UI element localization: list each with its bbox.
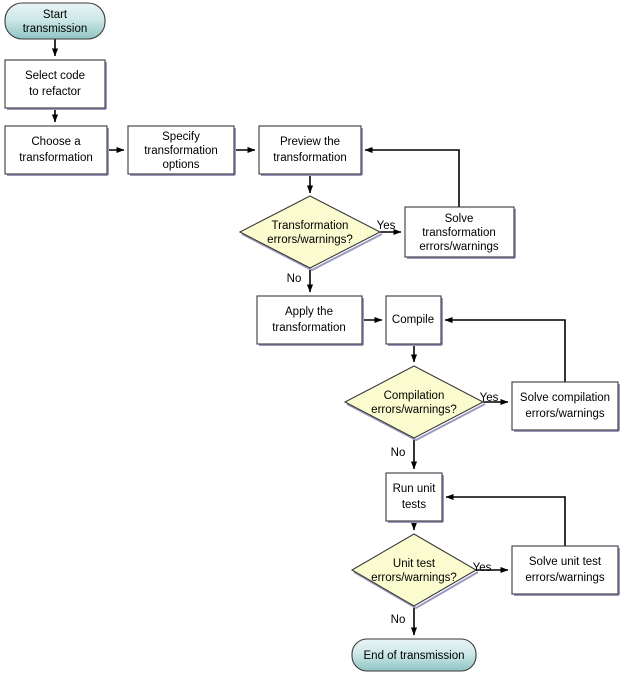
transformation-errors-label-line-1: Transformation [272,220,349,232]
transformation-errors-shadow [241,233,383,272]
compilation-errors-label-line-2: errors/warnings? [371,404,457,416]
node-solve-compilation-errors[interactable]: Solve compilation errors/warnings [511,381,620,432]
compilation-errors-shape [343,365,485,439]
node-compilation-errors-decision[interactable]: Compilation errors/warnings? [343,365,486,442]
apply-transformation-shadow [259,298,364,346]
solve-unit-test-errors-shape [511,545,619,595]
transformation-errors-shape [238,195,382,269]
solve-transformation-errors-label-line-1: Solve [445,213,474,225]
start-label-line-2: transmission [23,23,88,35]
compile-shape [385,295,442,345]
solve-unit-test-errors-label-line-1: Solve unit test [529,556,602,568]
unit-test-errors-label-line-1: Unit test [393,558,436,570]
specify-options-shape [127,125,235,175]
run-unit-tests-label-line-2: tests [402,499,427,511]
run-unit-tests-shadow [388,475,444,523]
solve-unit-test-errors-shadow [514,548,620,596]
node-specify-options[interactable]: Specify transformation options [127,125,236,176]
compilation-errors-label-line-1: Compilation [384,390,445,402]
end-shape [351,638,477,672]
solve-transformation-errors-label-line-2: transformation [422,227,496,239]
node-unit-test-errors-decision[interactable]: Unit test errors/warnings? [350,533,479,610]
select-code-shadow [7,62,107,110]
unit-test-errors-label-line-2: errors/warnings? [371,572,457,584]
transformation-errors-label-line-2: errors/warnings? [267,234,353,246]
node-start[interactable]: Start transmission [4,2,106,40]
node-end[interactable]: End of transmission [351,638,477,672]
edge-label-compilation-no: No [391,447,406,459]
edge-label-unittest-yes: Yes [473,562,492,574]
node-solve-transformation-errors[interactable]: Solve transformation errors/warnings [404,206,516,259]
node-choose-transformation[interactable]: Choose a transformation [4,125,109,176]
choose-transformation-label-line-1: Choose a [31,136,81,148]
edge-label-layer: Yes No Yes No Yes No [287,220,499,626]
edge-label-compilation-yes: Yes [480,392,499,404]
specify-options-label-line-1: Specify [162,131,200,143]
apply-transformation-label-line-2: transformation [272,322,346,334]
select-code-shape [4,59,106,109]
node-preview-transformation[interactable]: Preview the transformation [258,125,363,176]
specify-options-shadow [130,128,236,176]
edge-solve-transformation-feedback [364,146,460,207]
unit-test-errors-shadow [353,571,479,610]
compile-shadow [388,298,443,346]
node-run-unit-tests[interactable]: Run unit tests [385,472,444,523]
start-shape [4,2,106,40]
edge-label-transformation-no: No [287,273,302,285]
unit-test-errors-shape [350,533,478,607]
run-unit-tests-shape [385,472,443,522]
solve-compilation-errors-shape [511,381,619,431]
preview-transformation-shadow [261,128,363,176]
edge-solve-compilation-feedback [444,316,566,382]
choose-transformation-label-line-2: transformation [19,152,93,164]
preview-transformation-label-line-1: Preview the [280,136,340,148]
node-solve-unit-test-errors[interactable]: Solve unit test errors/warnings [511,545,620,596]
solve-transformation-errors-shape [404,206,515,258]
run-unit-tests-label-line-1: Run unit [393,483,437,495]
solve-transformation-errors-label-line-3: errors/warnings [419,241,498,253]
preview-transformation-shape [258,125,362,175]
node-compile[interactable]: Compile [385,295,443,346]
preview-transformation-label-line-2: transformation [273,152,347,164]
node-apply-transformation[interactable]: Apply the transformation [256,295,364,346]
specify-options-label-line-3: options [162,159,199,171]
node-select-code[interactable]: Select code to refactor [4,59,107,110]
select-code-label-line-1: Select code [25,70,85,82]
solve-unit-test-errors-label-line-2: errors/warnings [525,572,604,584]
solve-compilation-errors-label-line-2: errors/warnings [525,408,604,420]
solve-compilation-errors-shadow [514,384,620,432]
solve-compilation-errors-label-line-1: Solve compilation [520,392,610,404]
connector-layer [51,39,566,636]
start-label-line-1: Start [43,9,68,21]
choose-transformation-shape [4,125,108,175]
apply-transformation-shape [256,295,363,345]
end-label: End of transmission [364,650,465,662]
edge-solve-unittest-feedback [445,493,566,546]
edge-label-unittest-no: No [391,614,406,626]
choose-transformation-shadow [7,128,109,176]
compile-label: Compile [392,314,434,326]
select-code-label-line-2: to refactor [29,86,81,98]
apply-transformation-label-line-1: Apply the [285,306,333,318]
node-transformation-errors-decision[interactable]: Transformation errors/warnings? [238,195,383,272]
compilation-errors-shadow [346,403,486,442]
edge-label-transformation-yes: Yes [377,220,396,232]
specify-options-label-line-2: transformation [144,145,218,157]
solve-transformation-errors-shadow [407,209,516,259]
